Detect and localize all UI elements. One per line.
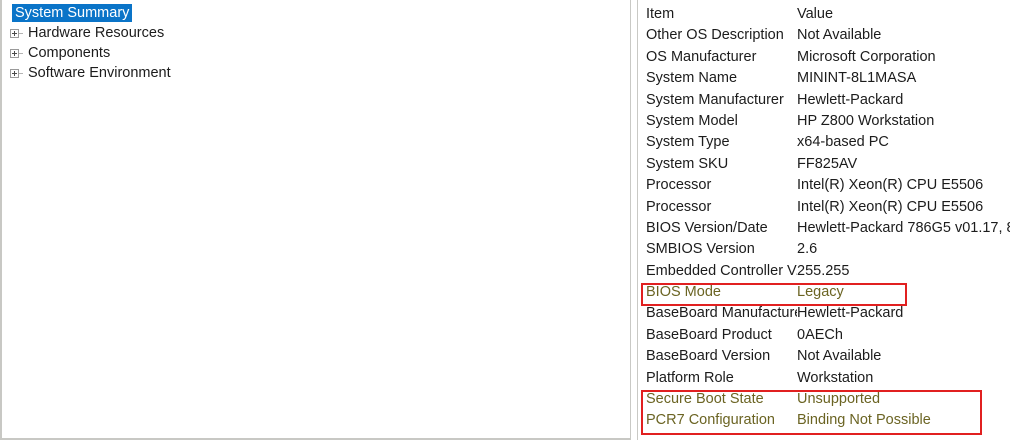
detail-row[interactable]: BIOS Mode Legacy — [638, 282, 1010, 303]
detail-item-value: Legacy — [797, 284, 844, 301]
detail-row[interactable]: OS Manufacturer Microsoft Corporation — [638, 47, 1010, 68]
details-column-header[interactable]: Item Value — [638, 4, 1010, 25]
detail-item-name: BIOS Version/Date — [646, 219, 768, 236]
detail-row[interactable]: SMBIOS Version 2.6 — [638, 239, 1010, 260]
tree-item-hardware-resources[interactable]: Hardware Resources — [2, 23, 630, 43]
tree-item-label: Software Environment — [28, 65, 171, 81]
detail-item-value: HP Z800 Workstation — [797, 112, 935, 129]
detail-row[interactable]: System SKU FF825AV — [638, 154, 1010, 175]
detail-row[interactable]: BIOS Version/Date Hewlett-Packard 786G5 v… — [638, 218, 1010, 239]
detail-row[interactable]: System Manufacturer Hewlett-Packard — [638, 90, 1010, 111]
detail-item-name: System Model — [646, 112, 738, 129]
detail-row[interactable]: System Model HP Z800 Workstation — [638, 111, 1010, 132]
tree-item-components[interactable]: Components — [2, 43, 630, 63]
detail-row[interactable]: System Type x64-based PC — [638, 132, 1010, 153]
detail-item-value: Microsoft Corporation — [797, 48, 936, 65]
detail-item-name: Item — [646, 6, 675, 22]
detail-row[interactable]: Processor Intel(R) Xeon(R) CPU E5506 — [638, 175, 1010, 196]
expand-plus-icon[interactable] — [10, 68, 19, 78]
tree-connector-line — [19, 73, 23, 74]
detail-row[interactable]: BaseBoard Version Not Available — [638, 346, 1010, 367]
detail-item-name: System Manufacturer — [646, 91, 784, 108]
detail-item-name: BIOS Mode — [646, 284, 721, 301]
detail-row[interactable]: Processor Intel(R) Xeon(R) CPU E5506 — [638, 197, 1010, 218]
detail-item-value: Hewlett-Packard — [797, 305, 904, 322]
detail-item-value: MININT-8L1MASA — [797, 70, 917, 87]
detail-item-name: BaseBoard Manufacturer — [646, 305, 797, 322]
detail-item-name: OS Manufacturer — [646, 48, 757, 65]
detail-item-value: Value — [797, 6, 834, 22]
detail-item-name: PCR7 Configuration — [646, 412, 775, 429]
detail-row[interactable]: PCR7 Configuration Binding Not Possible — [638, 410, 1010, 431]
detail-item-name: SMBIOS Version — [646, 241, 755, 258]
detail-item-name: Platform Role — [646, 369, 734, 386]
tree-item-label: System Summary — [12, 4, 133, 22]
detail-item-value: Hewlett-Packard 786G5 v01.17, 8/ — [797, 219, 1010, 236]
detail-row[interactable]: System Name MININT-8L1MASA — [638, 68, 1010, 89]
tree-item-system-summary[interactable]: System Summary — [2, 3, 630, 23]
detail-row[interactable]: Other OS Description Not Available — [638, 25, 1010, 46]
detail-item-value: 0AECh — [797, 326, 843, 343]
detail-item-name: System Name — [646, 70, 738, 87]
detail-item-name: BaseBoard Product — [646, 326, 772, 343]
expand-plus-icon[interactable] — [10, 48, 19, 58]
detail-item-value: Unsupported — [797, 391, 881, 408]
detail-row[interactable]: BaseBoard Product 0AECh — [638, 325, 1010, 346]
tree-connector-line — [19, 33, 23, 34]
detail-row[interactable]: BaseBoard ManufacturerHewlett-Packard — [638, 303, 1010, 324]
detail-item-name: Processor — [646, 177, 712, 194]
detail-item-value: 255.255 — [797, 262, 850, 279]
detail-item-value: FF825AV — [797, 155, 858, 172]
detail-item-value: Intel(R) Xeon(R) CPU E5506 — [797, 177, 984, 194]
detail-row[interactable]: Secure Boot State Unsupported — [638, 389, 1010, 410]
detail-item-name: Other OS Description — [646, 27, 784, 44]
detail-item-value: x64-based PC — [797, 134, 889, 151]
detail-item-value: Binding Not Possible — [797, 412, 931, 429]
pane-splitter[interactable] — [630, 0, 638, 440]
detail-row[interactable]: Embedded Controller V...255.255 — [638, 261, 1010, 282]
tree-item-label: Hardware Resources — [28, 25, 165, 41]
tree-item-label: Components — [28, 45, 111, 61]
detail-item-name: BaseBoard Version — [646, 348, 771, 365]
tree-item-software-environment[interactable]: Software Environment — [2, 63, 630, 83]
detail-item-value: Not Available — [797, 348, 882, 365]
tree-connector-line — [19, 53, 23, 54]
detail-row[interactable]: Platform Role Workstation — [638, 368, 1010, 389]
detail-item-name: System SKU — [646, 155, 729, 172]
detail-item-name: System Type — [646, 134, 730, 151]
detail-item-value: Hewlett-Packard — [797, 91, 904, 108]
detail-item-value: 2.6 — [797, 241, 818, 258]
expand-plus-icon[interactable] — [10, 28, 19, 38]
detail-item-value: Not Available — [797, 27, 882, 44]
detail-item-name: Processor — [646, 198, 712, 215]
detail-item-name: Embedded Controller V... — [646, 262, 797, 279]
detail-item-value: Workstation — [797, 369, 874, 386]
detail-item-value: Intel(R) Xeon(R) CPU E5506 — [797, 198, 984, 215]
detail-item-name: Secure Boot State — [646, 391, 764, 408]
